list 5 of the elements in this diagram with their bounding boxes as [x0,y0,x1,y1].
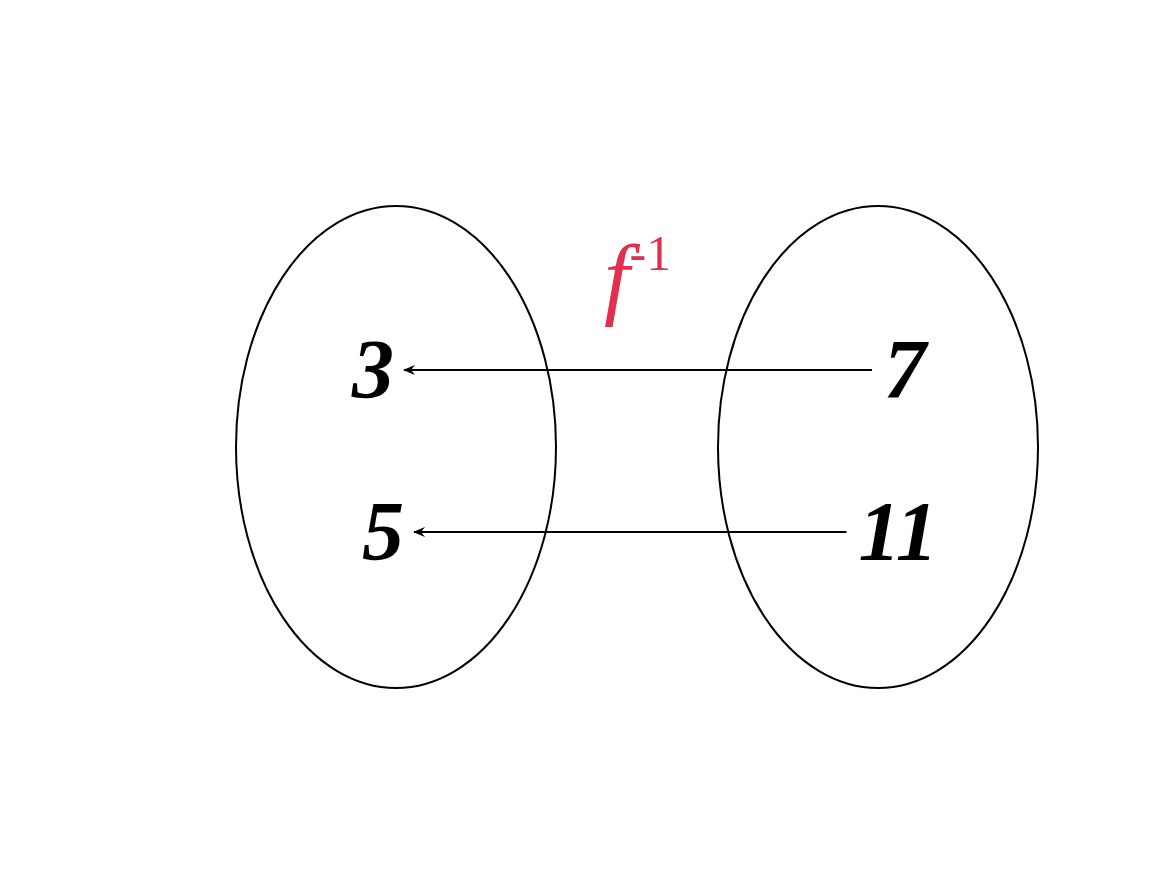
set-element: 5 [362,485,404,578]
set-element: 3 [352,323,394,416]
arrow [413,527,848,537]
set-element: 11 [858,485,938,578]
arrow [403,365,873,375]
